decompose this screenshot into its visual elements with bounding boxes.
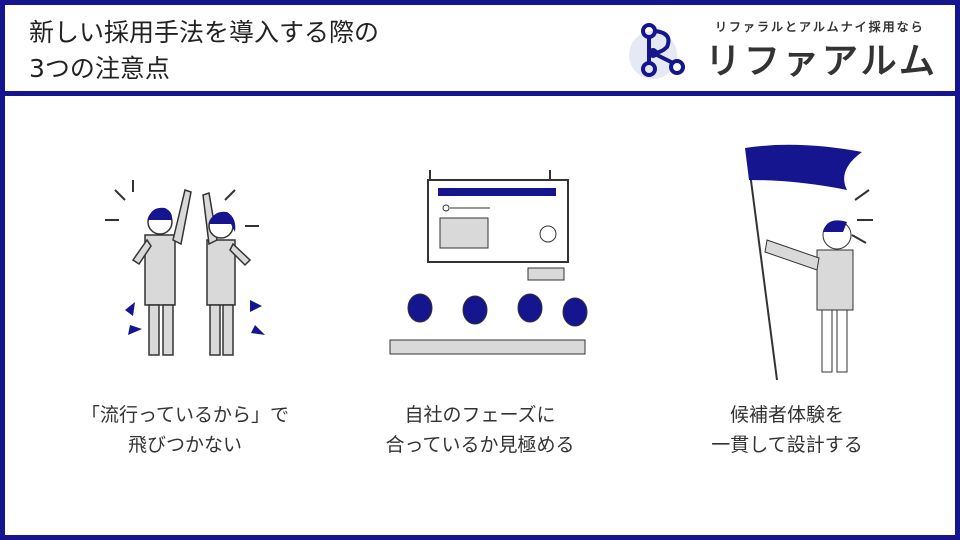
caption-line: 合っているか見極める [385,434,575,456]
caption-line: 飛びつかない [127,434,242,456]
title-line-2: 3つの注意点 [29,54,170,83]
point-caption-2: 自社のフェーズに 合っているか見極める [350,400,610,460]
logo-tagline: リファラルとアルムナイ採用なら [715,20,925,34]
caption-line: 一貫して設計する [711,434,863,456]
flag-bearer-illustration [657,140,917,390]
presentation-audience-illustration [350,140,610,370]
caption-line: 候補者体験を [729,404,844,426]
cheering-people-illustration [55,140,315,370]
caption-line: 自社のフェーズに [404,404,556,426]
title-line-1: 新しい採用手法を導入する際の [29,18,380,47]
caption-line: 「流行っているから」で [80,404,290,426]
logo-icon [629,23,685,79]
point-caption-3: 候補者体験を 一貫して設計する [657,400,917,460]
header: 新しい採用手法を導入する際の 3つの注意点 リファラルとアルムナイ採用なら リフ… [5,5,955,96]
point-caption-1: 「流行っているから」で 飛びつかない [55,400,315,460]
logo: リファラルとアルムナイ採用なら リファアルム [627,15,947,89]
page-title: 新しい採用手法を導入する際の 3つの注意点 [29,15,379,87]
logo-name: リファアルム [705,41,938,82]
